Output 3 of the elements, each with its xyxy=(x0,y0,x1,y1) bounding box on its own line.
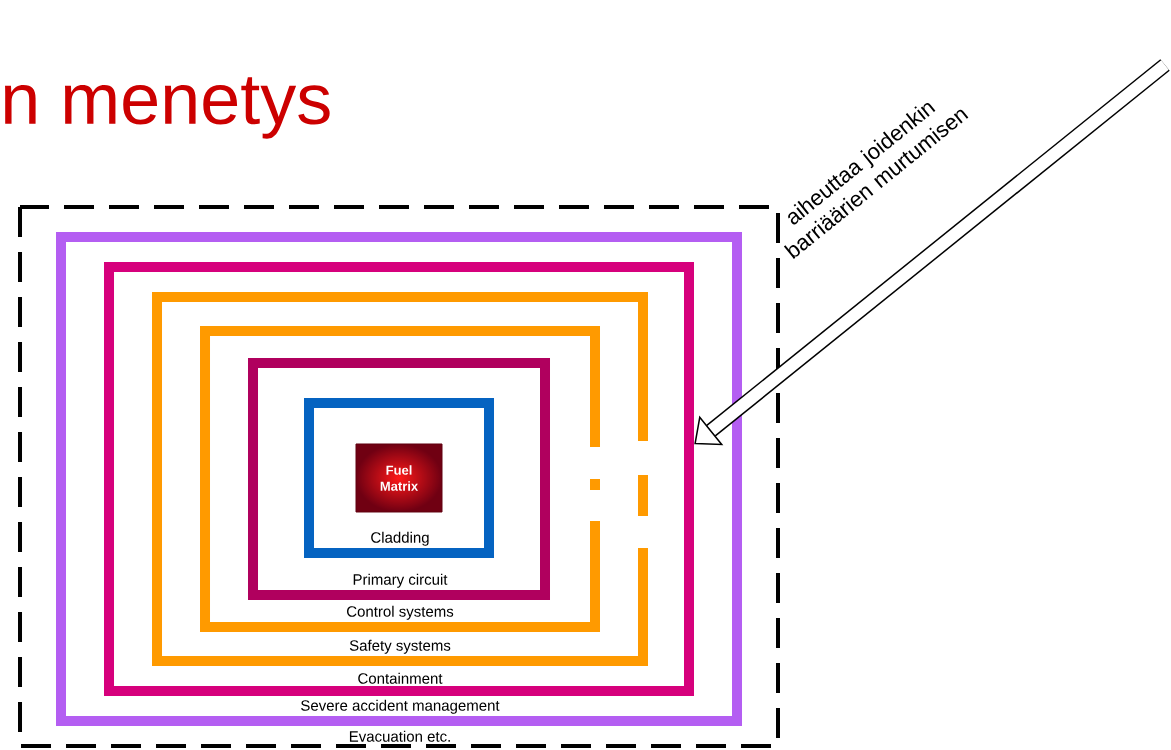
block-arrow xyxy=(694,59,1170,446)
fuel-matrix-block: Fuel Matrix xyxy=(355,443,443,513)
title: n menetys xyxy=(5,77,330,139)
